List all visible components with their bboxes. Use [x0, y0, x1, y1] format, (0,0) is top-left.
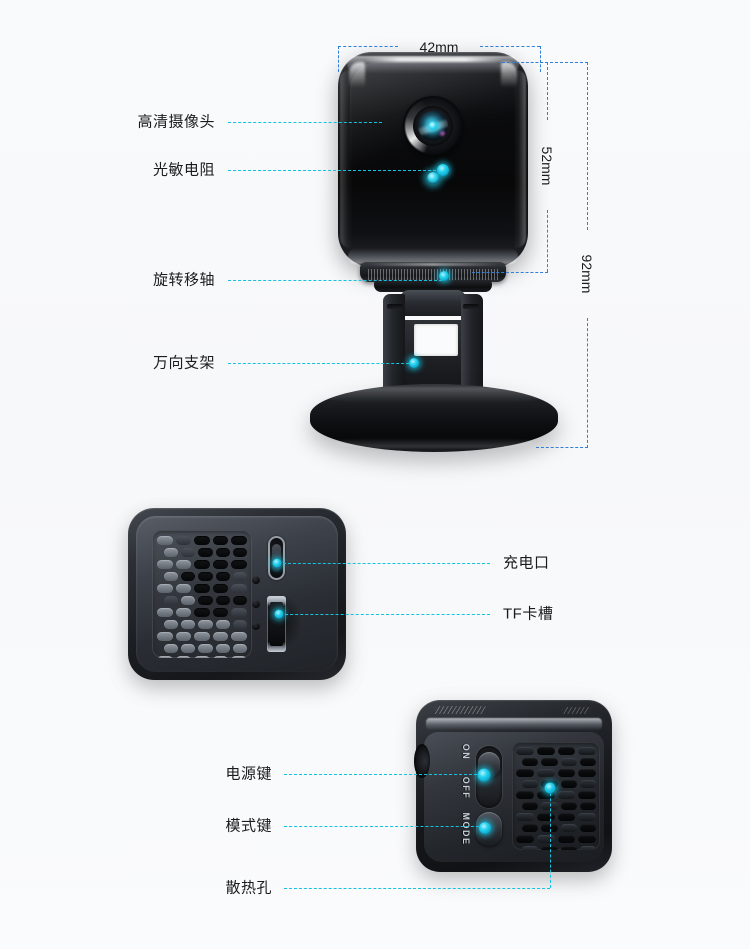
- switch-label-off: OFF: [461, 776, 471, 800]
- screw-dot-2: [252, 600, 260, 608]
- callout-label-light-sensor: 光敏电阻: [152, 161, 215, 179]
- marker-dot-light-sensor: [437, 164, 449, 176]
- marker-dot-charging-port: [272, 558, 282, 568]
- base-bottom-highlight: [334, 438, 534, 448]
- collar-highlight: [366, 263, 500, 266]
- callout-line-charging-port: [278, 563, 490, 564]
- marker-dot-mode-button: [479, 822, 491, 834]
- callout-line-tf-card-slot: [280, 614, 490, 615]
- dim-92-top-tick: [540, 62, 588, 63]
- dim-42-line-right: [480, 46, 540, 47]
- callout-label-gimbal-bracket: 万向支架: [152, 354, 215, 372]
- dim-92-label: 92mm: [579, 254, 595, 294]
- dim-52-line-top: [547, 62, 548, 120]
- lens-marker-dot: [428, 121, 438, 131]
- dim-52-line-bottom: [547, 210, 548, 272]
- callout-label-vent-holes: 散热孔: [225, 879, 272, 897]
- charging-port: [268, 536, 285, 580]
- screw-dot-3: [252, 622, 260, 630]
- callout-label-charging-port: 充电口: [503, 554, 550, 572]
- dim-42-left-tick: [338, 46, 339, 72]
- light-sensor-dot: [427, 172, 439, 184]
- rotating-collar: [360, 262, 506, 292]
- dim-42-label: 42mm: [419, 39, 459, 55]
- dim-42-right-tick: [540, 46, 541, 72]
- camera-lens: [403, 96, 463, 156]
- callout-line-mode-button: [284, 826, 484, 827]
- callout-line-vent-holes-vertical: [550, 788, 551, 888]
- callout-label-tf-card-slot: TF卡槽: [503, 605, 554, 623]
- front-view-illustration: [288, 52, 580, 452]
- callout-label-rotating-axis: 旋转移轴: [152, 271, 215, 289]
- top-texture-left: [432, 706, 488, 714]
- lens-mid-ring: [413, 106, 453, 146]
- right-edge-highlight: [513, 70, 526, 248]
- callout-label-power-button: 电源键: [225, 765, 272, 783]
- callout-line-vent-holes: [284, 888, 550, 889]
- marker-dot-power-button: [477, 768, 491, 782]
- callout-label-mode-button: 模式键: [225, 817, 272, 835]
- stand-base: [310, 384, 558, 452]
- yoke-notch-right: [463, 304, 479, 309]
- marker-dot-rotating-axis: [439, 271, 449, 281]
- callout-line-light-sensor: [228, 170, 436, 171]
- dim-52-top-tick: [502, 62, 548, 63]
- marker-dot-gimbal-bracket: [409, 358, 419, 368]
- yoke-arm-right: [461, 294, 483, 406]
- dim-92-bottom-tick: [536, 447, 588, 448]
- side-vent-grid: [512, 742, 600, 850]
- yoke-hinge: [400, 290, 466, 316]
- top-highlight: [364, 57, 504, 62]
- callout-line-rotating-axis: [228, 280, 442, 281]
- dim-92-line-top: [587, 62, 588, 230]
- camera-body: [338, 52, 528, 267]
- bottom-lip: [348, 248, 518, 264]
- collar-ring: [360, 262, 506, 282]
- back-view-illustration: [128, 508, 346, 680]
- side-lens-nub: [414, 744, 430, 778]
- callout-label-hd-camera: 高清摄像头: [137, 113, 215, 131]
- callout-line-gimbal-bracket: [228, 363, 414, 364]
- switch-label-mode: MODE: [461, 812, 471, 846]
- callout-line-power-button: [284, 774, 482, 775]
- dim-42-line-left: [338, 46, 398, 47]
- base-top-highlight: [322, 387, 546, 403]
- top-texture-right: [560, 707, 592, 714]
- marker-dot-vent-holes: [544, 782, 556, 794]
- left-edge-highlight: [340, 70, 353, 248]
- corner-chrome-left: [349, 62, 365, 92]
- marker-dot-tf-card-slot: [274, 609, 284, 619]
- yoke-notch-left: [387, 304, 403, 309]
- screw-dot-1: [252, 576, 260, 584]
- dim-52-bottom-tick: [472, 272, 548, 273]
- dim-52-label: 52mm: [539, 146, 555, 186]
- back-vent-grid: [152, 530, 252, 658]
- dim-92-line-bottom: [587, 318, 588, 448]
- side-top-highlight: [426, 718, 602, 730]
- collar-base: [374, 280, 492, 292]
- corner-chrome-right: [501, 62, 517, 92]
- switch-label-on: ON: [461, 743, 471, 761]
- collar-knurling: [368, 269, 498, 280]
- side-view-illustration: ON OFF MODE: [414, 700, 612, 872]
- callout-line-hd-camera: [228, 122, 382, 123]
- yoke-cutout: [414, 324, 458, 356]
- tf-card-slot: [267, 596, 286, 652]
- yoke-arm-left: [383, 294, 405, 406]
